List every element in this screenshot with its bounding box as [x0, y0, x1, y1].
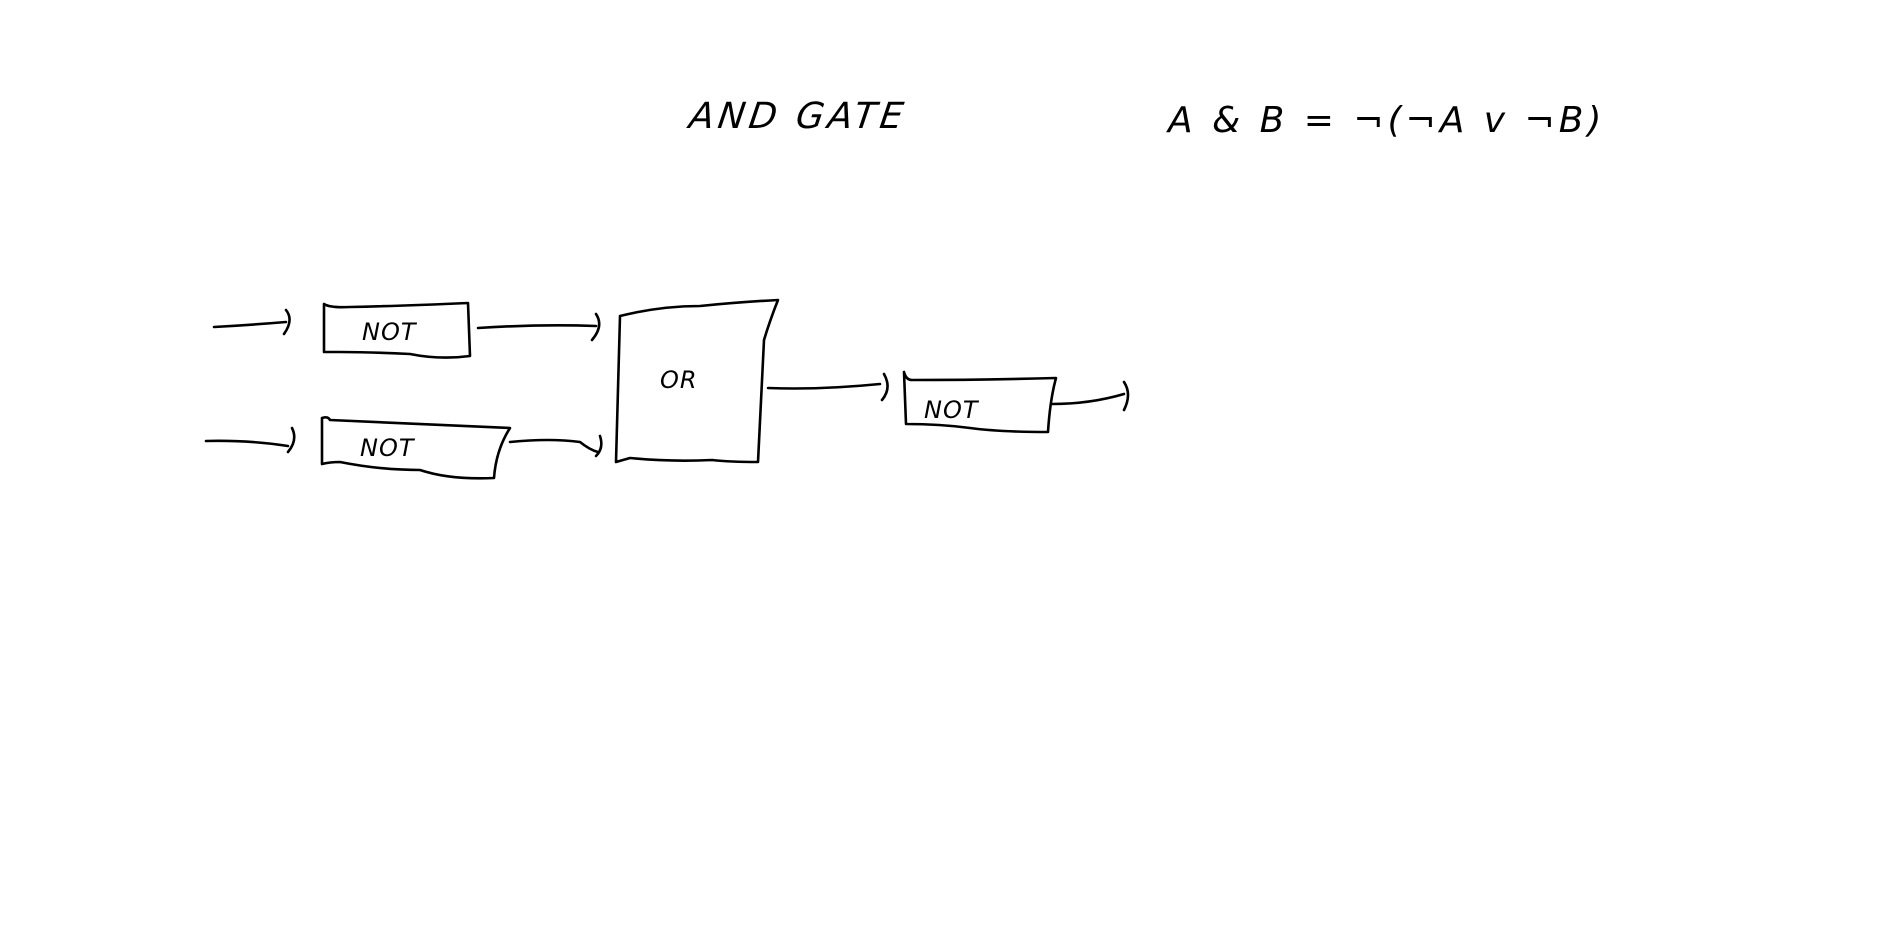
arrow-not2-to-or — [508, 434, 603, 458]
not-gate-3 — [902, 370, 1058, 434]
not-gate-1 — [322, 301, 472, 359]
not-gate-2 — [320, 416, 512, 480]
output-arrow — [1050, 380, 1130, 412]
or-gate-label: OR — [660, 366, 698, 394]
not-gate-2-label: NOT — [360, 434, 416, 462]
not-gate-1-label: NOT — [362, 318, 418, 346]
input-arrow-b — [204, 426, 296, 454]
arrow-or-to-not3 — [766, 372, 889, 402]
not-gate-3-label: NOT — [924, 396, 980, 424]
or-gate — [614, 298, 780, 464]
input-arrow-a — [212, 308, 291, 336]
arrow-not1-to-or — [476, 312, 601, 342]
diagram-title: AND GATE — [685, 94, 910, 137]
formula: A & B = ¬(¬A v ¬B) — [1166, 100, 1605, 141]
